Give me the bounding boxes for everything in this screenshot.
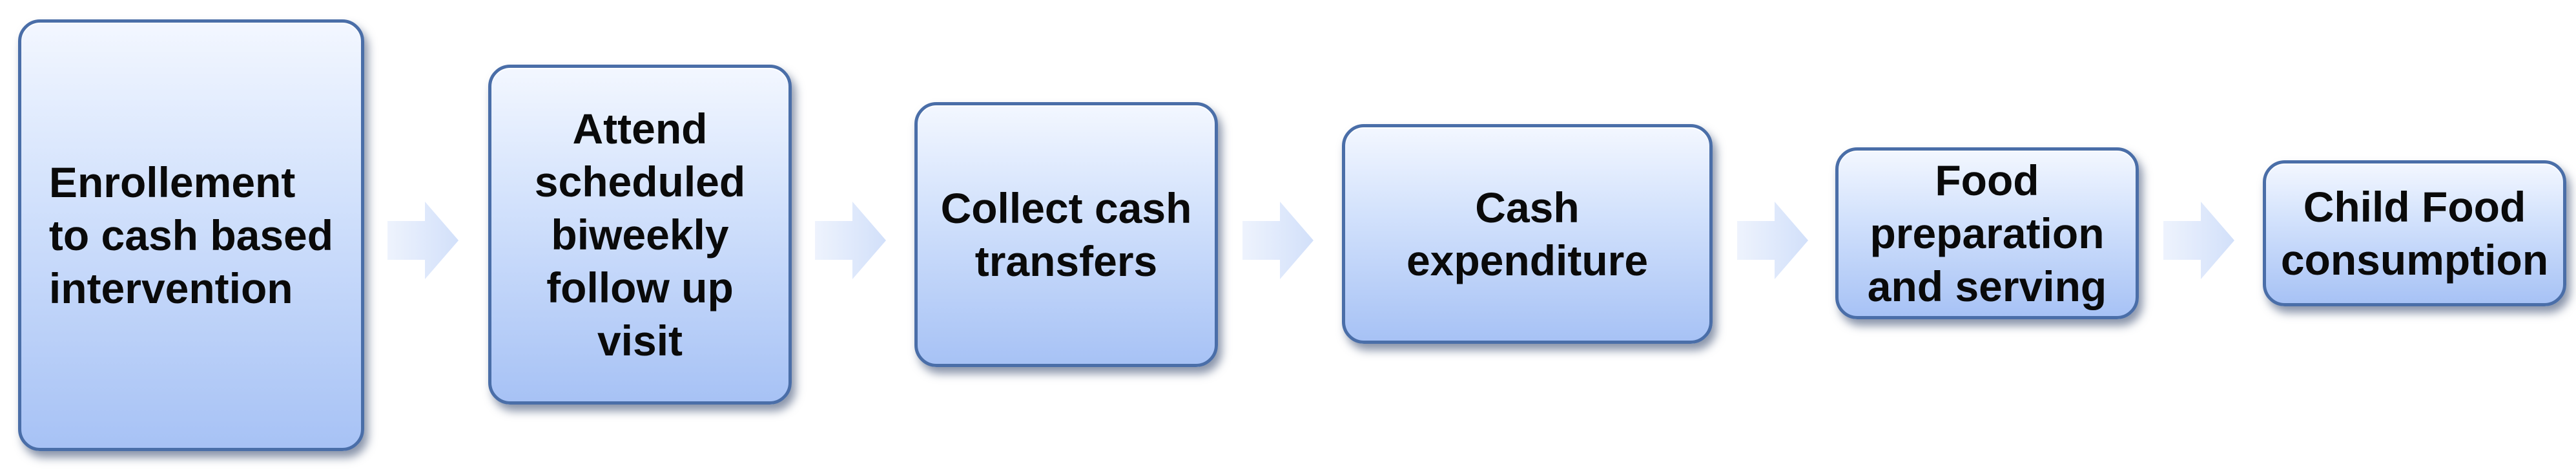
step-cash-expenditure: Cash expenditure (1342, 124, 1713, 344)
arrow-right-icon (2163, 202, 2234, 279)
arrow-right-icon (1737, 202, 1808, 279)
step-enrollment: Enrollement to cash based intervention (18, 19, 364, 451)
arrow-1 (387, 202, 459, 279)
step-child-food-consumption-label: Child Food consumption (2280, 183, 2549, 284)
arrow-right-icon (1242, 202, 1314, 279)
step-cash-expenditure-label: Cash expenditure (1406, 184, 1649, 284)
arrow-right-icon (387, 202, 459, 279)
step-followup-visit-label: Attend scheduled biweekly follow up visi… (534, 105, 746, 364)
arrow-5 (2163, 202, 2234, 279)
arrow-4 (1737, 202, 1808, 279)
step-collect-cash-label: Collect cash transfers (940, 184, 1192, 285)
step-food-preparation: Food preparation and serving (1835, 147, 2139, 319)
step-collect-cash: Collect cash transfers (914, 102, 1218, 367)
step-food-preparation-label: Food preparation and serving (1867, 156, 2107, 310)
step-enrollment-label: Enrollement to cash based intervention (48, 158, 334, 312)
step-child-food-consumption: Child Food consumption (2263, 160, 2566, 306)
arrow-2 (815, 202, 886, 279)
arrow-right-icon (815, 202, 886, 279)
step-followup-visit: Attend scheduled biweekly follow up visi… (488, 65, 792, 405)
arrow-3 (1242, 202, 1314, 279)
